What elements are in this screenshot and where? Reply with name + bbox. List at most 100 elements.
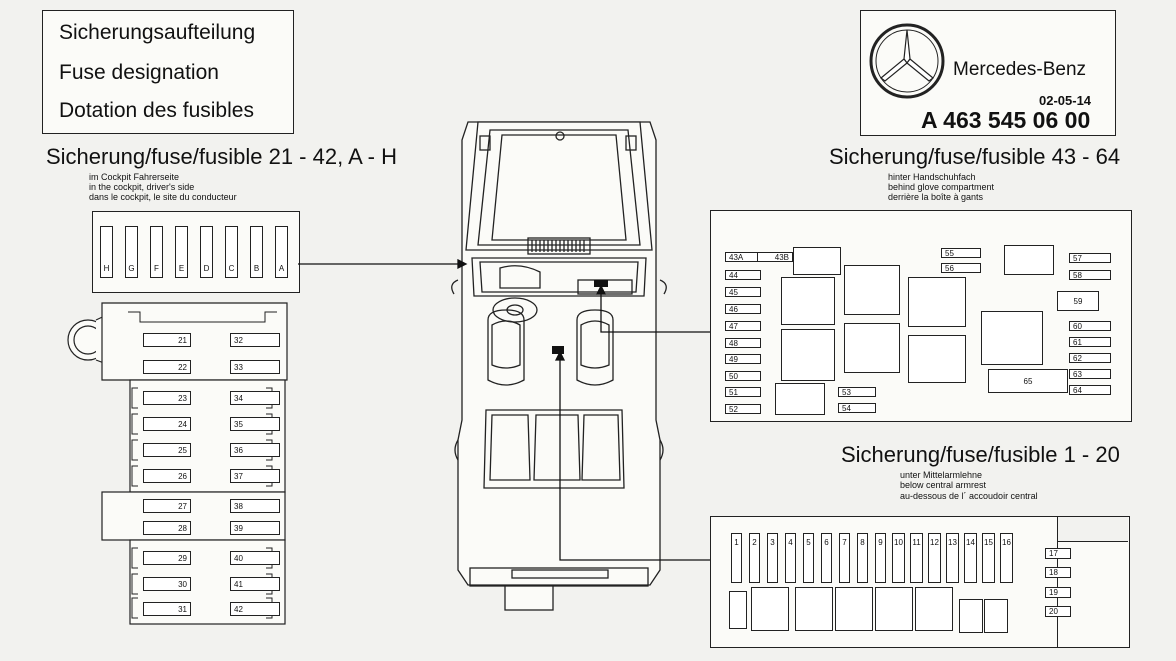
fuse-36[interactable]: 36 — [230, 443, 280, 457]
fuse-F[interactable]: F — [150, 226, 163, 278]
fuse-64[interactable]: 64 — [1069, 385, 1111, 395]
brand-name: Mercedes-Benz — [953, 59, 1087, 80]
relay — [781, 329, 835, 381]
fuse-33[interactable]: 33 — [230, 360, 280, 374]
fuse-51[interactable]: 51 — [725, 387, 761, 397]
fuse-60[interactable]: 60 — [1069, 321, 1111, 331]
fuse-50[interactable]: 50 — [725, 371, 761, 381]
title-en: Fuse designation — [59, 61, 219, 84]
relay — [908, 335, 966, 383]
fuse-E[interactable]: E — [175, 226, 188, 278]
fuse-42[interactable]: 42 — [230, 602, 280, 616]
relay — [981, 311, 1043, 365]
fuse-18[interactable]: 18 — [1045, 567, 1071, 578]
fuse-6[interactable]: 6 — [821, 533, 832, 583]
relay — [793, 247, 841, 275]
fuse-9[interactable]: 9 — [875, 533, 886, 583]
fuse-49[interactable]: 49 — [725, 354, 761, 364]
fuse-25[interactable]: 25 — [143, 443, 191, 457]
fuse-61[interactable]: 61 — [1069, 337, 1111, 347]
cockpit-desc-fr: dans le cockpit, le site du conducteur — [89, 192, 237, 202]
title-box: Sicherungsaufteilung Fuse designation Do… — [42, 10, 294, 134]
fuse-35[interactable]: 35 — [230, 417, 280, 431]
relay — [984, 599, 1008, 633]
fuse-28[interactable]: 28 — [143, 521, 191, 535]
fuse-7[interactable]: 7 — [839, 533, 850, 583]
fuse-17[interactable]: 17 — [1045, 548, 1071, 559]
fuse-12[interactable]: 12 — [928, 533, 941, 583]
armrest-desc-en: below central armrest — [900, 480, 987, 490]
relay — [835, 587, 873, 631]
fuse-22[interactable]: 22 — [143, 360, 191, 374]
fuse-32[interactable]: 32 — [230, 333, 280, 347]
fuse-G[interactable]: G — [125, 226, 138, 278]
fuse-D[interactable]: D — [200, 226, 213, 278]
glovebox-heading: Sicherung/fuse/fusible 43 - 64 — [829, 144, 1121, 169]
fuse-46[interactable]: 46 — [725, 304, 761, 314]
fuse-43B[interactable]: 43B — [757, 252, 793, 262]
fuse-14[interactable]: 14 — [964, 533, 977, 583]
fuse-20[interactable]: 20 — [1045, 606, 1071, 617]
fuse-26[interactable]: 26 — [143, 469, 191, 483]
fuse-41[interactable]: 41 — [230, 577, 280, 591]
fuse-62[interactable]: 62 — [1069, 353, 1111, 363]
fuse-C[interactable]: C — [225, 226, 238, 278]
glovebox-fuse-panel: 43A 43B 44 45 46 47 48 49 50 51 52 53 54… — [710, 210, 1132, 422]
relay — [781, 277, 835, 325]
cockpit-desc-en: in the cockpit, driver's side — [89, 182, 195, 192]
relay — [844, 265, 900, 315]
fuse-39[interactable]: 39 — [230, 521, 280, 535]
fuse-B[interactable]: B — [250, 226, 263, 278]
fuse-63[interactable]: 63 — [1069, 369, 1111, 379]
fuse-10[interactable]: 10 — [892, 533, 905, 583]
fuse-A[interactable]: A — [275, 226, 288, 278]
fuse-24[interactable]: 24 — [143, 417, 191, 431]
fuse-2[interactable]: 2 — [749, 533, 760, 583]
fuse-44[interactable]: 44 — [725, 270, 761, 280]
fuse-54[interactable]: 54 — [838, 403, 876, 413]
fuse-31[interactable]: 31 — [143, 602, 191, 616]
relay — [775, 383, 825, 415]
fuse-58[interactable]: 58 — [1069, 270, 1111, 280]
fuse-16[interactable]: 16 — [1000, 533, 1013, 583]
fuse-30[interactable]: 30 — [143, 577, 191, 591]
fuse-45[interactable]: 45 — [725, 287, 761, 297]
fuse-1[interactable]: 1 — [731, 533, 742, 583]
fuse-H[interactable]: H — [100, 226, 113, 278]
fuse-3[interactable]: 3 — [767, 533, 778, 583]
relay — [1004, 245, 1054, 275]
relay — [844, 323, 900, 373]
fuse-19[interactable]: 19 — [1045, 587, 1071, 598]
fuse-48[interactable]: 48 — [725, 338, 761, 348]
fuse-65[interactable]: 65 — [988, 369, 1068, 393]
fuse-55[interactable]: 55 — [941, 248, 981, 258]
relay — [751, 587, 789, 631]
fuse-23[interactable]: 23 — [143, 391, 191, 405]
fuse-15[interactable]: 15 — [982, 533, 995, 583]
logo-box: Mercedes-Benz 02-05-14 A 463 545 06 00 — [860, 10, 1116, 136]
fuse-53[interactable]: 53 — [838, 387, 876, 397]
fuse-11[interactable]: 11 — [910, 533, 923, 583]
fuse-43A[interactable]: 43A — [725, 252, 761, 262]
letter-fuse-block: H G F E D C B A — [92, 211, 300, 293]
fuse-8[interactable]: 8 — [857, 533, 868, 583]
fuse-57[interactable]: 57 — [1069, 253, 1111, 263]
fuse-27[interactable]: 27 — [143, 499, 191, 513]
fuse-5[interactable]: 5 — [803, 533, 814, 583]
glovebox-desc-de: hinter Handschuhfach — [888, 172, 976, 182]
fuse-59[interactable]: 59 — [1057, 291, 1099, 311]
fuse-21[interactable]: 21 — [143, 333, 191, 347]
fuse-37[interactable]: 37 — [230, 469, 280, 483]
title-fr: Dotation des fusibles — [59, 99, 254, 122]
fuse-56[interactable]: 56 — [941, 263, 981, 273]
print-date: 02-05-14 — [1039, 93, 1092, 108]
armrest-desc-de: unter Mittelarmlehne — [900, 470, 983, 480]
fuse-13[interactable]: 13 — [946, 533, 959, 583]
fuse-40[interactable]: 40 — [230, 551, 280, 565]
fuse-52[interactable]: 52 — [725, 404, 761, 414]
fuse-34[interactable]: 34 — [230, 391, 280, 405]
fuse-4[interactable]: 4 — [785, 533, 796, 583]
fuse-47[interactable]: 47 — [725, 321, 761, 331]
fuse-38[interactable]: 38 — [230, 499, 280, 513]
fuse-29[interactable]: 29 — [143, 551, 191, 565]
